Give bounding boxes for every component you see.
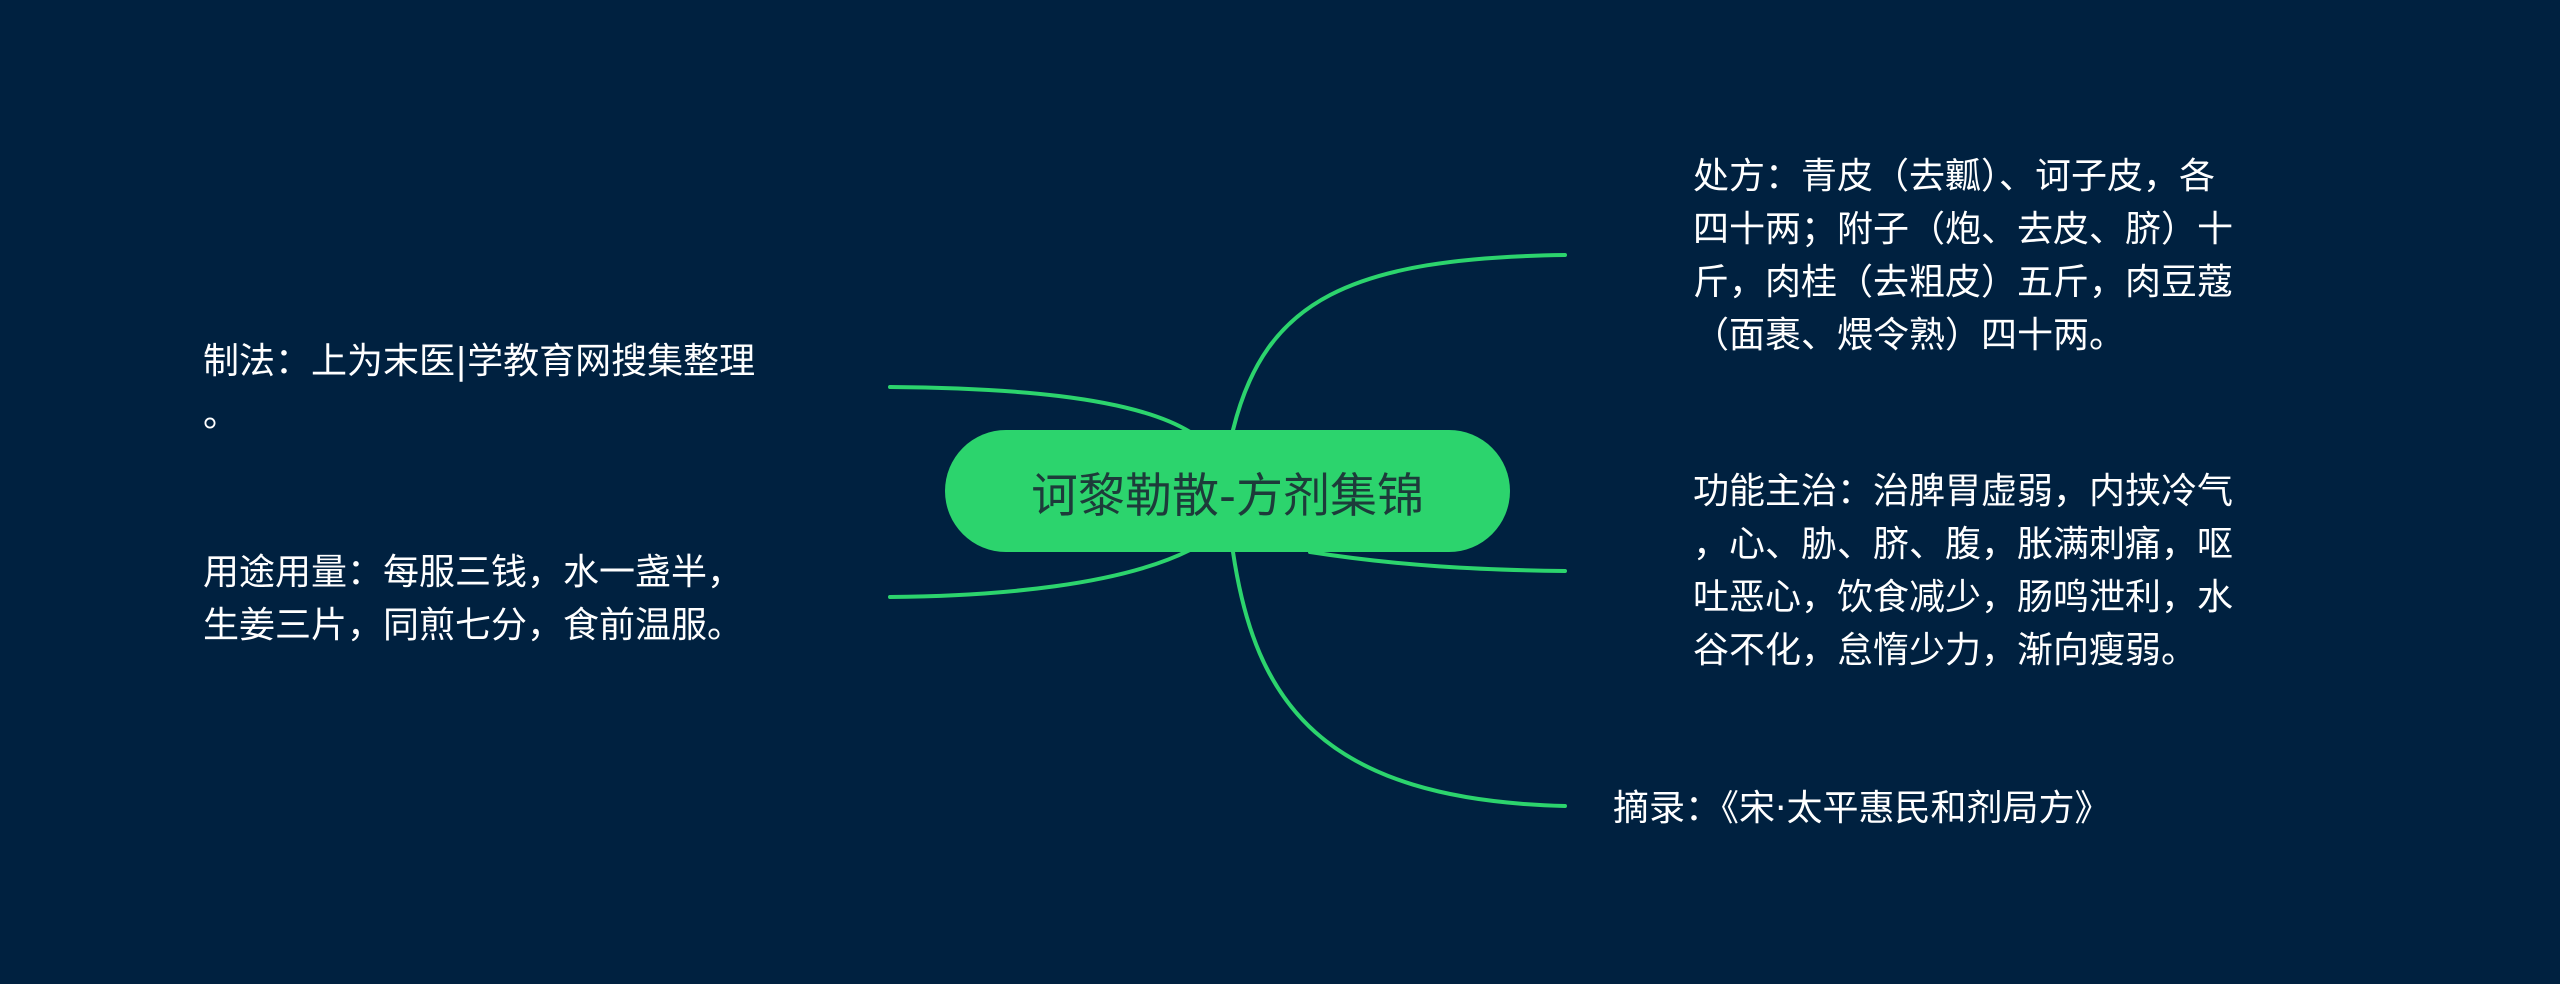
branch-zhifa[interactable]: 制法：上为末医|学教育网搜集整理 。 <box>203 335 755 441</box>
branch-gongneng-line-2: ，心、胁、脐、腹，胀满刺痛，呕 <box>1693 524 2234 565</box>
connector-zhifa <box>888 385 1192 434</box>
branch-zhailu-line-1: 摘录：《宋·太平惠民和剂局方》 <box>1613 788 2111 829</box>
connector-zhailu <box>1231 550 1567 808</box>
central-topic-title: 诃黎勒散-方剂集锦 <box>1031 468 1424 524</box>
branch-gongneng-line-3: 吐恶心，饮食减少，肠鸣泄利，水 <box>1693 577 2234 618</box>
branch-chufang[interactable]: 处方：青皮（去瓤）、诃子皮，各 四十两；附子（炮、去皮、脐）十 斤，肉桂（去粗皮… <box>1693 150 2233 362</box>
branch-yongtu-line-1: 用途用量：每服三钱，水一盏半， <box>203 552 744 593</box>
branch-chufang-line-3: 斤，肉桂（去粗皮）五斤，肉豆蔻 <box>1693 262 2234 303</box>
branch-yongtu[interactable]: 用途用量：每服三钱，水一盏半， 生姜三片，同煎七分，食前温服。 <box>203 546 743 652</box>
branch-yongtu-line-2: 生姜三片，同煎七分，食前温服。 <box>203 605 744 646</box>
branch-chufang-line-4: （面裹、煨令熟）四十两。 <box>1693 315 2126 356</box>
branch-zhifa-line-1: 制法：上为末医|学教育网搜集整理 <box>203 341 756 382</box>
branch-gongneng[interactable]: 功能主治：治脾胃虚弱，内挟冷气 ，心、胁、脐、腹，胀满刺痛，呕 吐恶心，饮食减少… <box>1693 465 2233 677</box>
branch-zhifa-line-2: 。 <box>203 394 240 435</box>
connector-gongneng <box>1308 550 1567 573</box>
branch-chufang-line-1: 处方：青皮（去瓤）、诃子皮，各 <box>1693 156 2216 197</box>
branch-chufang-line-2: 四十两；附子（炮、去皮、脐）十 <box>1693 209 2234 250</box>
connector-chufang <box>1231 253 1567 432</box>
branch-gongneng-line-4: 谷不化，怠惰少力，渐向瘦弱。 <box>1693 630 2198 671</box>
central-topic-node[interactable]: 诃黎勒散-方剂集锦 <box>945 430 1510 552</box>
branch-gongneng-line-1: 功能主治：治脾胃虚弱，内挟冷气 <box>1693 471 2234 512</box>
connector-yongtu <box>888 548 1192 599</box>
branch-zhailu[interactable]: 摘录：《宋·太平惠民和剂局方》 <box>1613 782 2110 835</box>
